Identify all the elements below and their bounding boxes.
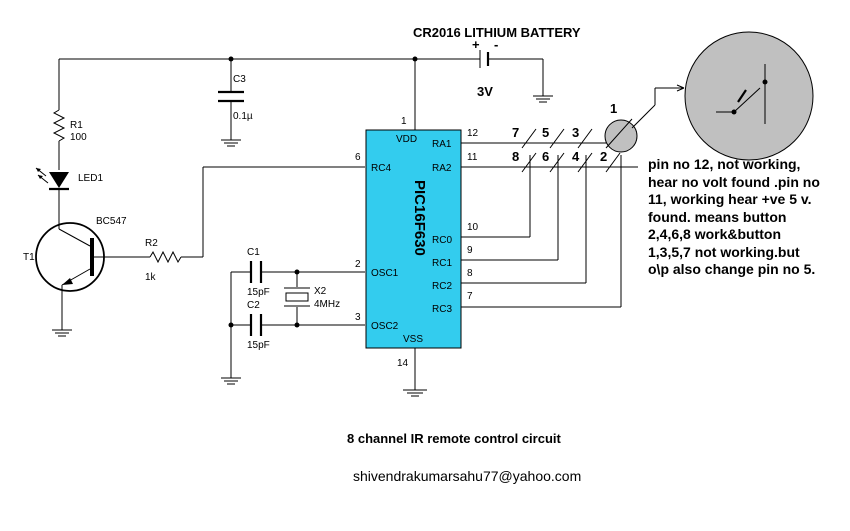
led1-name: LED1 [78, 173, 103, 184]
pin-rc4-num: 6 [355, 152, 361, 163]
c3-name: C3 [233, 74, 246, 85]
pin-osc2-num: 3 [355, 312, 361, 323]
capacitor-c3 [218, 59, 244, 147]
x2-name: X2 [314, 286, 327, 297]
pin-rc2-label: RC2 [432, 281, 452, 292]
pin-ra1-num: 12 [467, 128, 479, 139]
pin-rc3-num: 7 [467, 291, 473, 302]
r2-value: 1k [145, 272, 157, 283]
switch-label-4: 4 [572, 149, 580, 164]
transistor-t1 [35, 222, 120, 337]
battery-voltage: 3V [477, 84, 493, 99]
pin-vdd-num: 1 [401, 116, 407, 127]
supply-rail [58, 56, 480, 110]
pin-ra2-label: RA2 [432, 163, 452, 174]
magnified-switch [684, 31, 814, 161]
pin-osc2-label: OSC2 [371, 321, 399, 332]
battery-plus: + [472, 37, 480, 52]
pin-osc1-num: 2 [355, 259, 361, 270]
pin-vss-label: VSS [403, 334, 423, 345]
led-symbol [35, 167, 69, 222]
battery-title: CR2016 LITHIUM BATTERY [413, 25, 581, 40]
r1-value: 100 [70, 132, 87, 143]
switch-label-2: 2 [600, 149, 607, 164]
switch-label-1: 1 [610, 101, 617, 116]
troubleshooting-note: pin no 12, not working, hear no volt fou… [648, 156, 820, 277]
pin-rc0-label: RC0 [432, 235, 452, 246]
pin-ra2-num: 11 [467, 152, 478, 163]
c2-name: C2 [247, 300, 260, 311]
switch-label-7: 7 [512, 125, 519, 140]
resistor-r2 [120, 166, 365, 264]
resistor-r1 [52, 109, 66, 170]
pin-vss-num: 14 [397, 358, 409, 369]
switch-label-5: 5 [542, 125, 549, 140]
pin-rc2-num: 8 [467, 268, 473, 279]
c1-name: C1 [247, 247, 260, 258]
circuit-caption: 8 channel IR remote control circuit [347, 431, 561, 446]
t1-name: T1 [23, 252, 35, 263]
r1-name: R1 [70, 120, 83, 131]
pic-chip [365, 59, 462, 397]
switch-label-6: 6 [542, 149, 549, 164]
pin-rc1-num: 9 [467, 245, 473, 256]
pin-rc1-label: RC1 [432, 258, 452, 269]
r2-name: R2 [145, 238, 158, 249]
pin-rc4-label: RC4 [371, 163, 391, 174]
x2-value: 4MHz [314, 299, 340, 310]
c3-value: 0.1µ [233, 111, 253, 122]
battery-symbol [479, 50, 553, 103]
battery-minus: - [494, 37, 498, 52]
switch-label-8: 8 [512, 149, 519, 164]
pin-rc3-label: RC3 [432, 304, 452, 315]
t1-type: BC547 [96, 216, 127, 227]
chip-name: PIC16F630 [411, 180, 428, 256]
pin-osc1-label: OSC1 [371, 268, 399, 279]
pin-vdd-label: VDD [396, 134, 417, 145]
switch-label-3: 3 [572, 125, 579, 140]
c1-value: 15pF [247, 287, 270, 298]
switch-matrix [461, 84, 685, 308]
c2-value: 15pF [247, 340, 270, 351]
oscillator-network [221, 261, 365, 385]
author-email: shivendrakumarsahu77@yahoo.com [353, 468, 581, 484]
pin-rc0-num: 10 [467, 222, 479, 233]
pin-ra1-label: RA1 [432, 139, 452, 150]
